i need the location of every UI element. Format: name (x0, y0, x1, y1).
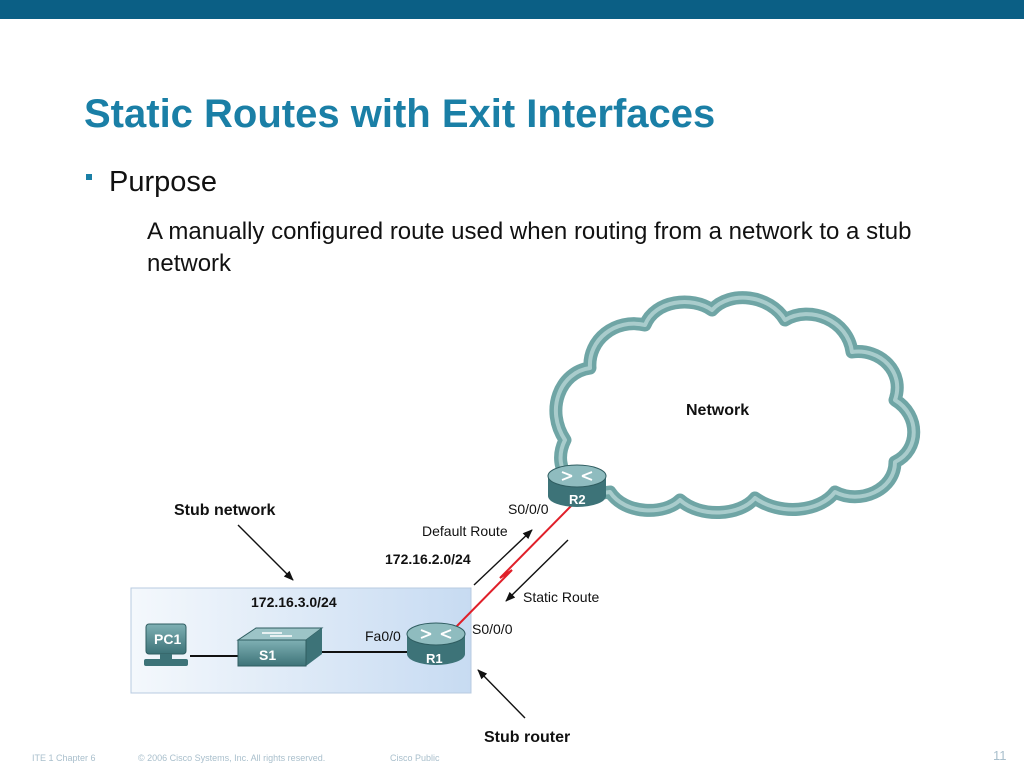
router-r2-label: R2 (569, 492, 586, 507)
stub-router-label: Stub router (484, 729, 570, 746)
footer-chapter: ITE 1 Chapter 6 (32, 753, 96, 763)
serial-link (455, 502, 575, 628)
r1-fast-interface-label: Fa0/0 (365, 628, 401, 644)
page-number: 11 (993, 748, 1007, 763)
switch-icon (238, 628, 322, 666)
r1-serial-interface-label: S0/0/0 (472, 621, 513, 637)
stub-network-pointer (238, 525, 293, 580)
footer-copyright: © 2006 Cisco Systems, Inc. All rights re… (138, 753, 325, 763)
router-r1-label: R1 (426, 651, 443, 666)
pc-label: PC1 (154, 631, 181, 647)
stub-router-pointer (478, 670, 525, 718)
footer-classification: Cisco Public (390, 753, 440, 763)
default-route-label: Default Route (422, 523, 508, 539)
lan-subnet-label: 172.16.3.0/24 (251, 594, 337, 610)
wan-subnet-label: 172.16.2.0/24 (385, 551, 471, 567)
static-route-label: Static Route (523, 589, 599, 605)
cloud-label: Network (686, 402, 749, 419)
stub-network-label: Stub network (174, 502, 275, 519)
switch-label: S1 (259, 647, 276, 663)
r2-serial-interface-label: S0/0/0 (508, 501, 549, 517)
